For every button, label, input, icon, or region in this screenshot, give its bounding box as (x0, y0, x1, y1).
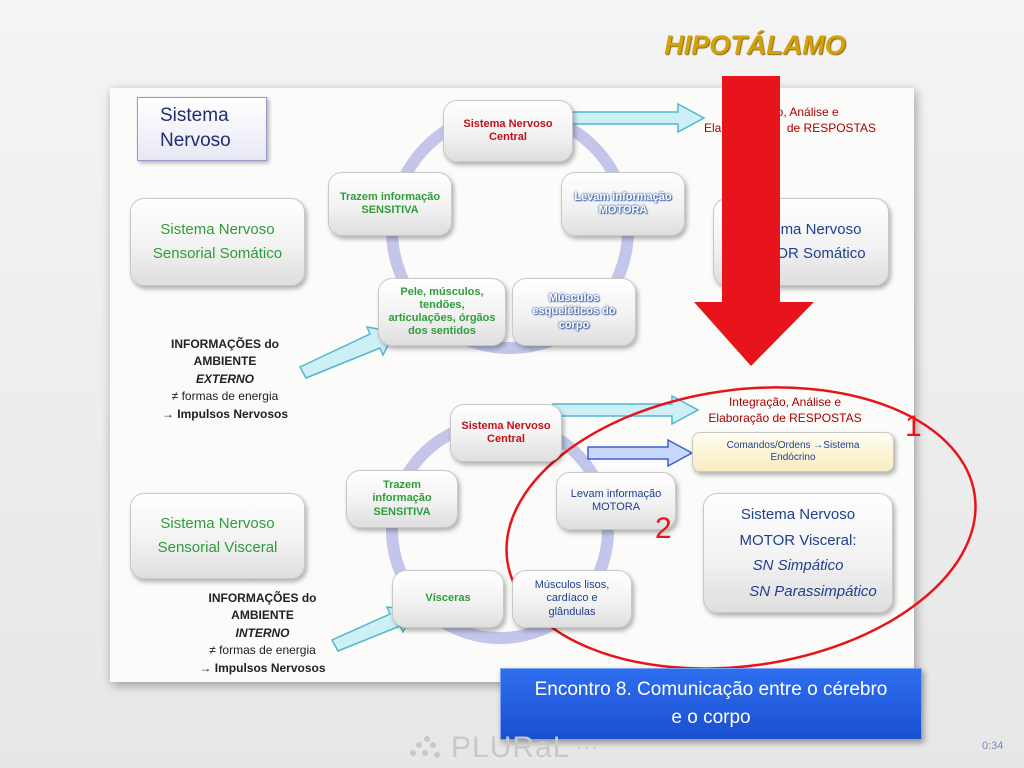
arrow-commands (587, 438, 694, 468)
dots-logo-icon (410, 736, 440, 758)
info-interno-text: INFORMAÇÕES do AMBIENTE INTERNO ≠ formas… (199, 591, 326, 675)
info-externo-text: INFORMAÇÕES do AMBIENTE EXTERNO ≠ formas… (161, 337, 289, 421)
arrow-cns-top (563, 102, 706, 134)
plural-logo: PLURaL ∙∙∙ (405, 728, 620, 768)
marker-2: 2 (655, 512, 672, 545)
red-highlight-ellipse (505, 386, 977, 670)
hipotalamo-title: HIPOTÁLAMO (664, 30, 846, 60)
timer-text: 0:34 (982, 740, 1004, 752)
marker-1: 1 (905, 410, 922, 443)
lesson-title-banner: Encontro 8. Comunicação entre o cérebro … (500, 668, 922, 740)
red-down-arrow (694, 76, 814, 366)
visceras-box: Vísceras (392, 570, 504, 628)
pele-box: Pele, músculos,tendões, articulações, ór… (378, 278, 506, 346)
motor-visceral-box: Sistema Nervoso MOTOR Visceral: SN Simpá… (703, 493, 893, 613)
